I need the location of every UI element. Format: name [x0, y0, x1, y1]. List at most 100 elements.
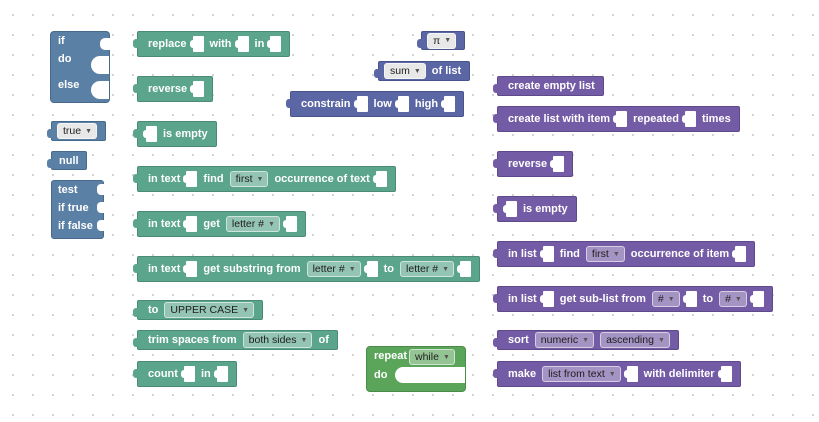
- chevron-down-icon: ▼: [442, 353, 450, 361]
- list-operation-dropdown[interactable]: sum▼: [384, 63, 426, 79]
- text-substring-block[interactable]: in text get substring from letter #▼ to …: [132, 256, 481, 282]
- case-dropdown[interactable]: UPPER CASE▼: [164, 302, 255, 318]
- text-find-block[interactable]: in text find first▼ occurrence of text: [133, 166, 396, 192]
- is-empty-list-socket[interactable]: [503, 201, 517, 217]
- if-false-socket[interactable]: [97, 220, 104, 231]
- repeated-label: repeated: [633, 113, 679, 125]
- if-true-socket[interactable]: [97, 202, 104, 213]
- sublist-to-dropdown[interactable]: #▼: [719, 291, 747, 307]
- sublist-from-socket[interactable]: [682, 291, 697, 307]
- in-label: in: [254, 38, 265, 50]
- lists-index-of-block[interactable]: in list find first▼ occurrence of item: [492, 241, 756, 267]
- text-is-empty-block[interactable]: is empty: [133, 121, 217, 147]
- count-sub-socket[interactable]: [180, 366, 195, 382]
- sublist-from-dropdown[interactable]: #▼: [651, 291, 680, 307]
- get-text-socket[interactable]: [183, 216, 198, 232]
- lists-sublist-block[interactable]: in list get sub-list from #▼ to #▼: [493, 286, 773, 312]
- substring-to-dropdown[interactable]: letter #▼: [400, 261, 455, 277]
- boolean-dropdown[interactable]: true▼: [57, 123, 98, 139]
- replace-in-socket[interactable]: [267, 36, 282, 52]
- do-statement-slot[interactable]: [91, 56, 109, 74]
- find-substring-socket[interactable]: [372, 171, 387, 187]
- math-constrain-block[interactable]: constrain low high: [285, 91, 465, 117]
- lists-create-empty-block[interactable]: create empty list: [493, 76, 604, 96]
- text-replace-block[interactable]: replace with in: [132, 31, 291, 57]
- index-of-list-socket[interactable]: [539, 246, 554, 262]
- logic-ternary-block[interactable]: test if true if false: [51, 180, 104, 239]
- else-statement-slot[interactable]: [91, 81, 109, 99]
- text-trim-block[interactable]: trim spaces from both sides▼ of: [133, 330, 338, 350]
- repeat-item-socket[interactable]: [613, 111, 628, 127]
- split-input-socket[interactable]: [623, 366, 638, 382]
- lists-split-block[interactable]: make list from text▼ with delimiter: [493, 361, 741, 387]
- is-empty-text-socket[interactable]: [143, 126, 157, 142]
- constrain-value-socket[interactable]: [353, 96, 368, 112]
- condition-socket[interactable]: [100, 38, 110, 50]
- letter-dropdown[interactable]: letter #▼: [225, 216, 280, 232]
- text-change-case-block[interactable]: to UPPER CASE▼: [132, 300, 264, 320]
- letter-index-socket[interactable]: [282, 216, 297, 232]
- with-delimiter-label: with delimiter: [643, 368, 715, 380]
- math-constant-block[interactable]: π▼: [416, 31, 466, 50]
- split-delimiter-socket[interactable]: [717, 366, 732, 382]
- if-label: if: [58, 35, 65, 47]
- logic-boolean-block[interactable]: true▼: [46, 121, 107, 141]
- count-text-socket[interactable]: [213, 366, 228, 382]
- text-count-block[interactable]: count in: [133, 361, 237, 387]
- test-socket[interactable]: [97, 184, 104, 195]
- repeat-mode-dropdown[interactable]: while▼: [409, 349, 455, 365]
- chevron-down-icon: ▼: [256, 175, 264, 183]
- find-text-socket[interactable]: [183, 171, 198, 187]
- low-label: low: [373, 98, 392, 110]
- chevron-down-icon: ▼: [657, 336, 665, 344]
- constrain-low-socket[interactable]: [394, 96, 409, 112]
- find-occurrence-value: first: [235, 173, 253, 185]
- constant-dropdown[interactable]: π▼: [427, 32, 457, 49]
- repeat-count-socket[interactable]: [681, 111, 696, 127]
- sort-direction-dropdown[interactable]: ascending▼: [600, 332, 670, 348]
- repeat-do-slot[interactable]: [395, 367, 465, 383]
- substring-to-socket[interactable]: [457, 261, 472, 277]
- sublist-from-value: #: [657, 293, 664, 305]
- lists-repeat-block[interactable]: create list with item repeated times: [493, 106, 740, 132]
- if-else-block[interactable]: if do else: [50, 31, 110, 103]
- split-mode-dropdown[interactable]: list from text▼: [542, 366, 621, 382]
- sublist-list-socket[interactable]: [539, 291, 554, 307]
- chevron-down-icon: ▼: [667, 295, 675, 303]
- reverse-text-socket[interactable]: [190, 81, 205, 97]
- trim-side-dropdown[interactable]: both sides▼: [242, 332, 313, 348]
- sublist-to-socket[interactable]: [749, 291, 764, 307]
- substring-from-socket[interactable]: [363, 261, 378, 277]
- substring-text-socket[interactable]: [183, 261, 198, 277]
- chevron-down-icon: ▼: [300, 336, 308, 344]
- create-list-with-item-label: create list with item: [508, 113, 611, 125]
- lists-reverse-block[interactable]: reverse: [492, 151, 574, 177]
- count-label: count: [148, 368, 178, 380]
- repeat-label: repeat: [374, 350, 408, 362]
- replace-from-socket[interactable]: [189, 36, 204, 52]
- text-reverse-block[interactable]: reverse: [132, 76, 214, 102]
- index-of-occurrence-dropdown[interactable]: first▼: [585, 246, 625, 262]
- is-empty-label: is empty: [163, 128, 208, 140]
- index-of-item-socket[interactable]: [732, 246, 747, 262]
- if-true-label: if true: [58, 202, 89, 214]
- lists-sort-block[interactable]: sort numeric▼ ascending▼: [493, 330, 679, 350]
- replace-label: replace: [148, 38, 187, 50]
- constrain-label: constrain: [301, 98, 351, 110]
- replace-with-socket[interactable]: [234, 36, 249, 52]
- sort-type-dropdown[interactable]: numeric▼: [534, 332, 595, 348]
- in-text-label: in text: [148, 218, 181, 230]
- constrain-high-socket[interactable]: [441, 96, 456, 112]
- find-occurrence-dropdown[interactable]: first▼: [229, 171, 269, 187]
- sublist-to-value: #: [725, 293, 731, 305]
- repeat-while-block[interactable]: repeat while▼ do: [366, 346, 466, 392]
- logic-null-block[interactable]: null: [47, 151, 87, 170]
- math-on-list-block[interactable]: sum▼ of list: [373, 61, 471, 81]
- text-get-letter-block[interactable]: in text get letter #▼: [133, 211, 306, 237]
- sort-type-value: numeric: [540, 334, 579, 346]
- chevron-down-icon: ▼: [734, 295, 742, 303]
- substring-from-dropdown[interactable]: letter #▼: [306, 261, 361, 277]
- in-text-label: in text: [148, 263, 181, 275]
- lists-is-empty-block[interactable]: is empty: [493, 196, 577, 222]
- reverse-list-socket[interactable]: [550, 156, 565, 172]
